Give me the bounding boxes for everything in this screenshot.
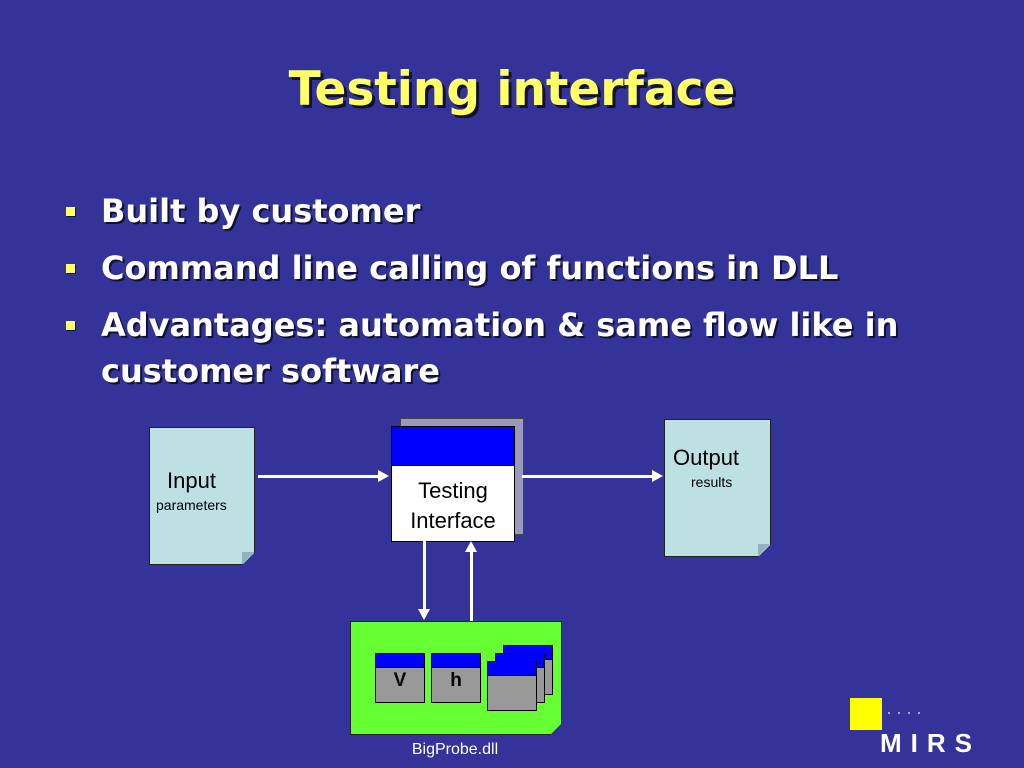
arrow-dll-to-interface [470, 551, 473, 621]
dll-window-label: h [450, 670, 462, 691]
arrow-head-down-icon [418, 609, 430, 620]
mirs-logo: MIRS [880, 728, 981, 758]
arrow-head-up-icon [465, 541, 477, 552]
input-document: Input parameters [149, 427, 255, 565]
dll-window-label: V [393, 670, 407, 691]
bullet-text: Built by customer [101, 192, 421, 230]
testing-interface-label-line2: Interface [410, 508, 496, 533]
window-titlebar [392, 427, 514, 466]
arrow-head-right-icon [652, 470, 663, 482]
dll-window-stack-front [487, 661, 537, 711]
slide-title: Testing interface [288, 62, 736, 117]
dll-document: V h [350, 621, 562, 735]
input-document-subtitle: parameters [156, 497, 227, 513]
output-document-title: Output [673, 445, 740, 470]
dll-window-v: V [375, 653, 425, 703]
output-document-subtitle: results [691, 474, 733, 490]
testing-interface-window: Testing Interface [391, 426, 515, 542]
input-document-title: Input [167, 468, 216, 493]
bullet-item: Command line calling of functions in DLL [62, 245, 962, 291]
bullet-text: Command line calling of functions in DLL [101, 249, 839, 287]
dll-window-h: h [431, 653, 481, 703]
bullet-text: Advantages: automation & same flow like … [101, 306, 899, 390]
arrow-interface-to-output [522, 475, 653, 478]
testing-interface-label-line1: Testing [418, 478, 488, 503]
bullet-item: Advantages: automation & same flow like … [62, 302, 962, 394]
arrow-interface-to-dll [423, 541, 426, 610]
arrow-head-right-icon [378, 470, 389, 482]
bullet-item: Built by customer [62, 188, 962, 234]
bullet-list: Built by customer Command line calling o… [62, 188, 962, 405]
output-document: Output results [664, 419, 771, 557]
logo-square-icon [850, 698, 882, 730]
logo-decoration [888, 712, 924, 714]
square-bullet-icon [66, 207, 75, 216]
square-bullet-icon [66, 264, 75, 273]
square-bullet-icon [66, 321, 75, 330]
page-fold-icon [550, 723, 562, 735]
dll-name-label: BigProbe.dll [411, 741, 499, 758]
arrow-input-to-interface [258, 475, 380, 478]
